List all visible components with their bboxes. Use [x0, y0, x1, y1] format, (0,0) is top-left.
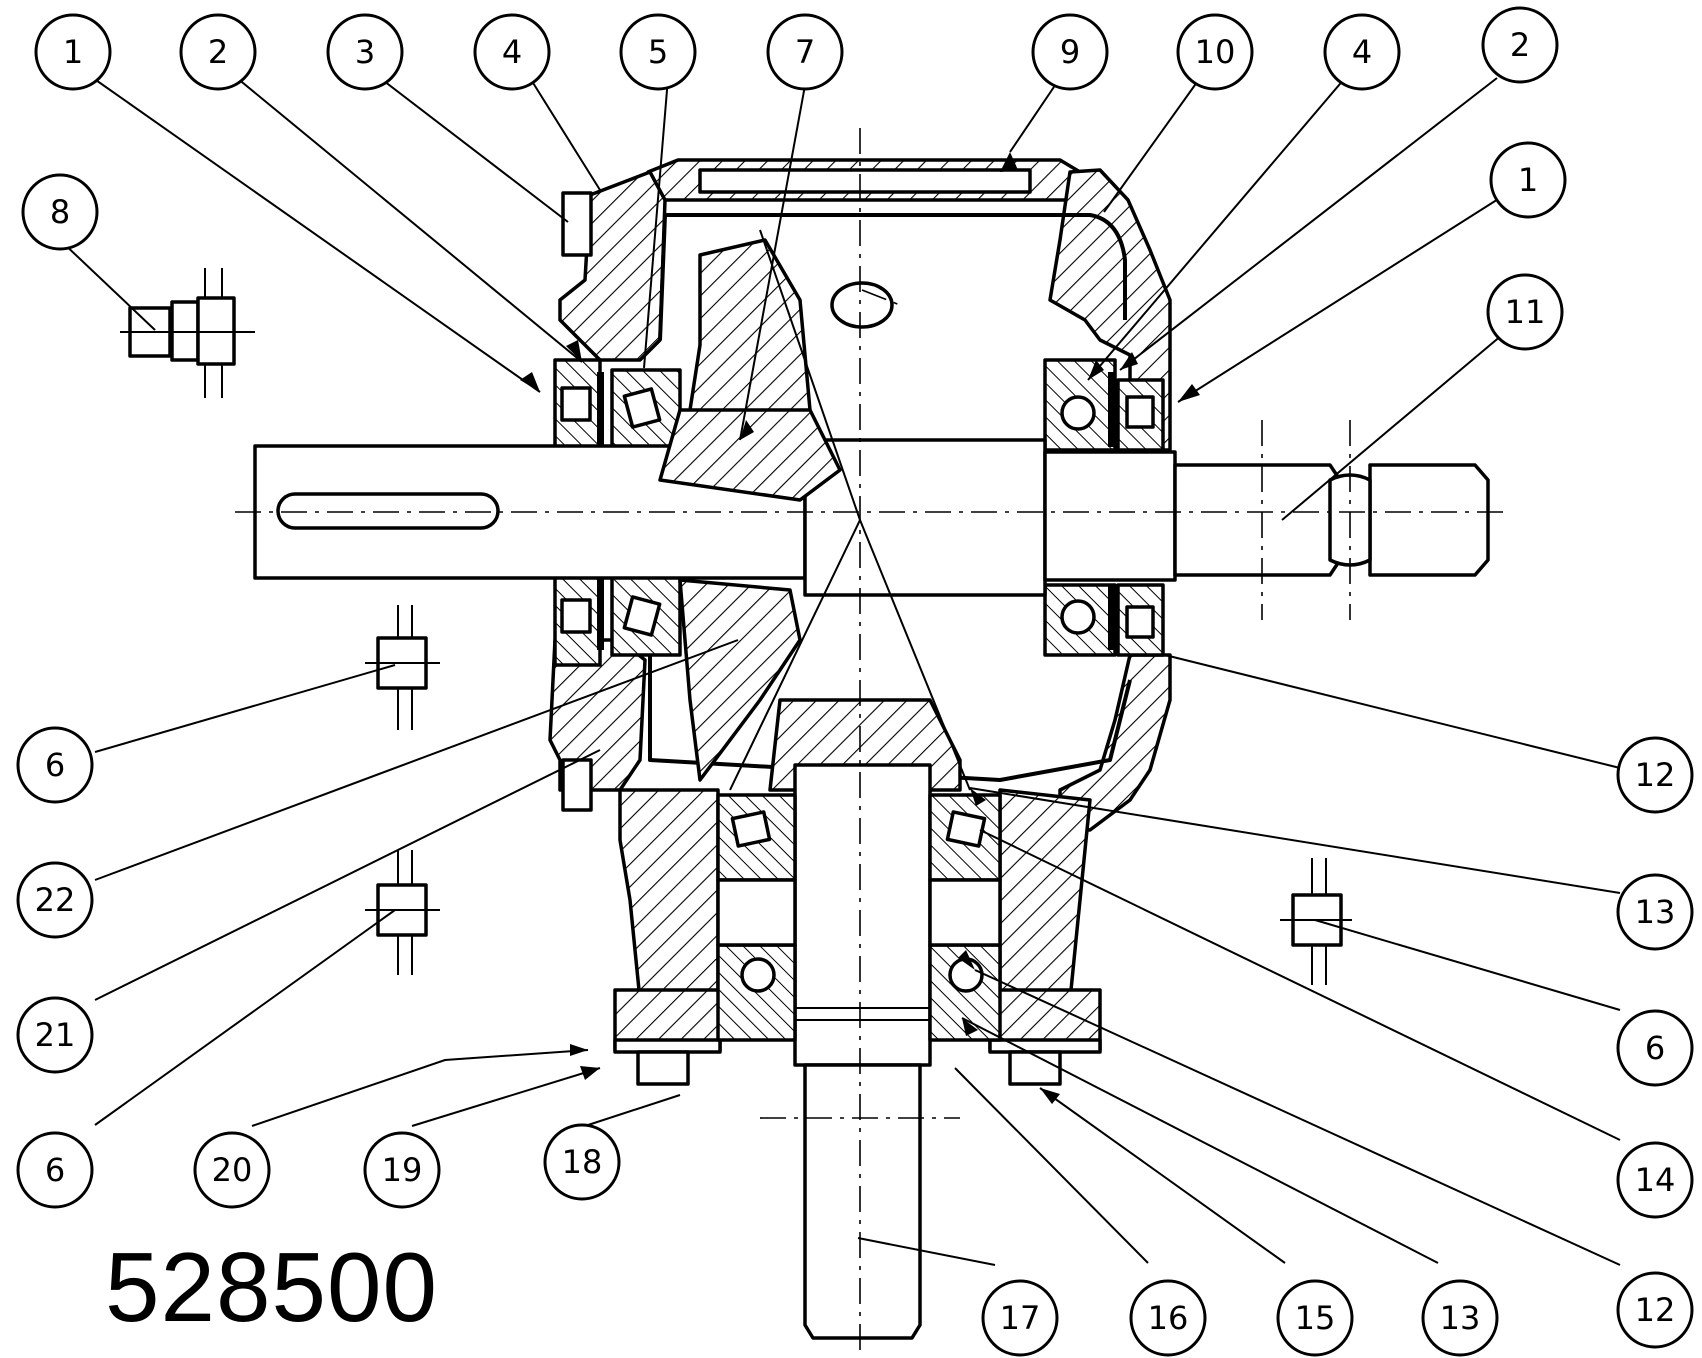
drawing-number: 528500: [105, 1232, 439, 1342]
svg-text:4: 4: [1352, 33, 1372, 71]
svg-text:6: 6: [1645, 1029, 1665, 1067]
svg-text:12: 12: [1635, 756, 1676, 794]
gearbox-drawing: [120, 128, 1510, 1355]
svg-text:7: 7: [795, 33, 815, 71]
callout-12-right-upper: 12: [1616, 736, 1694, 814]
callout-2-top-right: 2: [1481, 6, 1559, 84]
callouts: 1 2 3 4 5 7 9 10: [16, 6, 1694, 1357]
svg-text:13: 13: [1440, 1299, 1481, 1337]
svg-text:2: 2: [1510, 26, 1530, 64]
arrowheads: [520, 152, 1200, 1104]
svg-text:17: 17: [1000, 1299, 1041, 1337]
svg-text:16: 16: [1148, 1299, 1189, 1337]
callout-16: 16: [1129, 1279, 1207, 1357]
svg-text:10: 10: [1195, 33, 1236, 71]
svg-text:18: 18: [562, 1143, 603, 1181]
callout-14: 14: [1616, 1141, 1694, 1219]
svg-text:8: 8: [50, 193, 70, 231]
vertical-bearings: [716, 793, 1002, 1042]
horizontal-shaft: [253, 438, 1490, 597]
callout-15: 15: [1276, 1279, 1354, 1357]
callout-2-top-left: 2: [179, 13, 257, 91]
svg-text:5: 5: [648, 33, 668, 71]
callout-11: 11: [1486, 273, 1564, 351]
bevel-crown-gear: [658, 238, 894, 782]
callout-6-right: 6: [1616, 1009, 1694, 1087]
callout-12-bottom: 12: [1616, 1271, 1694, 1349]
svg-text:15: 15: [1295, 1299, 1336, 1337]
callout-9: 9: [1031, 13, 1109, 91]
right-bearings: [1043, 358, 1165, 657]
callout-17: 17: [981, 1279, 1059, 1357]
callout-4-top-left: 4: [473, 13, 551, 91]
svg-text:20: 20: [212, 1151, 253, 1189]
center-lines: [235, 128, 1510, 1355]
svg-text:13: 13: [1635, 893, 1676, 931]
leader-lines: [59, 77, 1621, 1266]
svg-text:1: 1: [1518, 161, 1538, 199]
callout-13-bottom: 13: [1421, 1279, 1499, 1357]
plug-detail-6-right: [1280, 858, 1352, 985]
svg-text:1: 1: [63, 33, 83, 71]
svg-text:6: 6: [45, 1151, 65, 1189]
callout-22: 22: [16, 861, 94, 939]
plug-detail-8: [120, 268, 255, 398]
housing: [548, 158, 1172, 1086]
callout-7: 7: [766, 13, 844, 91]
svg-text:12: 12: [1635, 1291, 1676, 1329]
svg-text:3: 3: [355, 33, 375, 71]
svg-text:4: 4: [502, 33, 522, 71]
callout-6-left-upper: 6: [16, 726, 94, 804]
vertical-shaft: [793, 763, 932, 1340]
callout-13-right-upper: 13: [1616, 873, 1694, 951]
left-bearings: [553, 358, 682, 667]
callout-6-left-lower: 6: [16, 1131, 94, 1209]
callout-4-top-right: 4: [1323, 13, 1401, 91]
svg-text:11: 11: [1505, 293, 1546, 331]
svg-text:21: 21: [35, 1016, 76, 1054]
svg-text:19: 19: [382, 1151, 423, 1189]
callout-1-top-left: 1: [34, 13, 112, 91]
callout-20: 20: [193, 1131, 271, 1209]
callout-5: 5: [619, 13, 697, 91]
callout-8: 8: [21, 173, 99, 251]
callout-19: 19: [363, 1131, 441, 1209]
callout-3: 3: [326, 13, 404, 91]
plug-detail-6-left-upper: [365, 605, 440, 730]
callout-1-right: 1: [1489, 141, 1567, 219]
svg-text:2: 2: [208, 33, 228, 71]
svg-text:14: 14: [1635, 1161, 1676, 1199]
svg-text:6: 6: [45, 746, 65, 784]
callout-18: 18: [543, 1123, 621, 1201]
plug-detail-6-left-lower: [365, 850, 440, 975]
callout-21: 21: [16, 996, 94, 1074]
svg-text:9: 9: [1060, 33, 1080, 71]
callout-10: 10: [1176, 13, 1254, 91]
svg-text:22: 22: [35, 881, 76, 919]
